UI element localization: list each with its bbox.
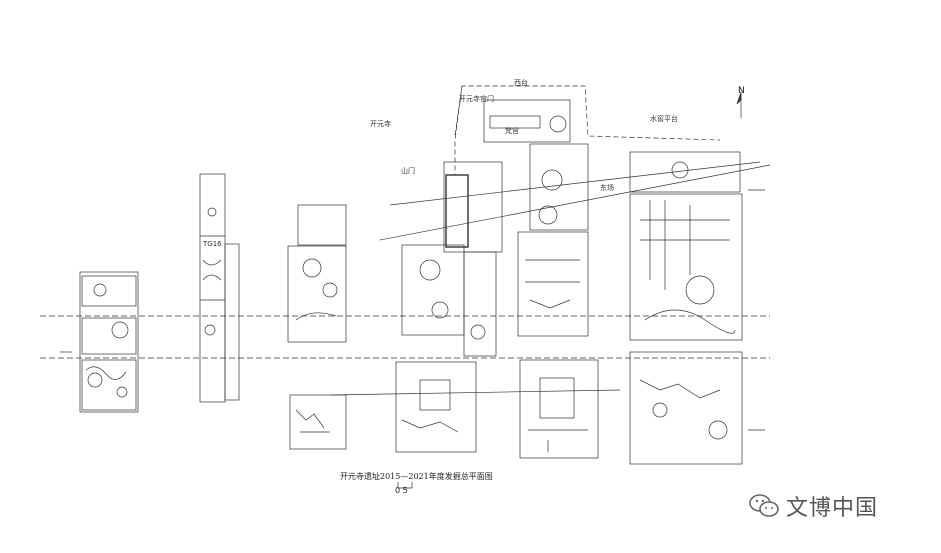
label-dongchang: 东场 — [600, 184, 614, 192]
label-fangong: 梵宫 — [505, 127, 519, 135]
north-arrow-label: N — [738, 86, 745, 96]
label-kaiyuan-si: 开元寺 — [370, 120, 391, 128]
label-kaiyuan-gate: 开元寺宫门 — [459, 95, 494, 103]
label-shuizheng-pingtai: 水窖平台 — [650, 115, 678, 123]
scale-bar-label: 0 5 — [395, 486, 408, 495]
label-tg16: TG16 — [203, 240, 222, 248]
label-xi-tai: 西台 — [514, 79, 528, 87]
drawing-title: 开元寺遗址2015—2021年度发掘总平面图 — [340, 472, 493, 481]
watermark-text: 文博中国 — [786, 496, 879, 521]
label-shanmen: 山门 — [401, 167, 415, 175]
watermark: 文博中国 — [748, 490, 878, 522]
wechat-icon — [749, 494, 779, 517]
